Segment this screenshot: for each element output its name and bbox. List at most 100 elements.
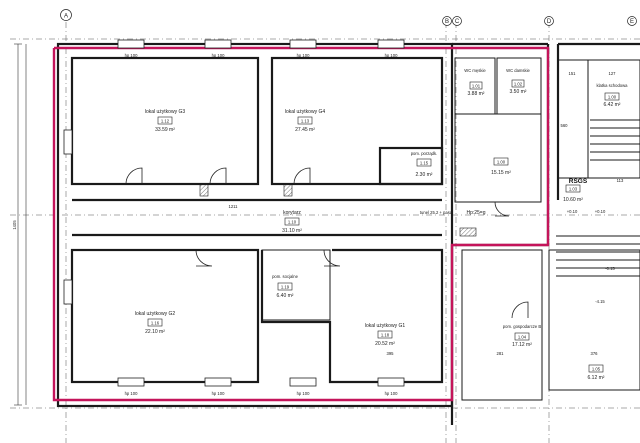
svg-text:6.12 m²: 6.12 m²: [588, 375, 605, 381]
svg-text:1.01: 1.01: [472, 84, 481, 89]
svg-text:lokal użytkowy G4: lokal użytkowy G4: [285, 109, 326, 115]
room-g4: lokal użytkowy G4 1.13 27.45 m²: [285, 109, 326, 133]
svg-text:1.00: 1.00: [497, 160, 506, 165]
svg-text:113: 113: [617, 178, 624, 183]
doors: [125, 167, 529, 319]
svg-text:395: 395: [387, 351, 395, 356]
room-g3: lokal użytkowy G3 1.12 33.59 m²: [145, 109, 186, 133]
svg-text:151: 151: [569, 71, 577, 76]
windows: [63, 39, 405, 387]
svg-text:+0.10: +0.10: [567, 209, 578, 214]
svg-text:WC męskie: WC męskie: [464, 68, 486, 73]
room-storage: pom. porządk. 1.15 2.30 m²: [411, 151, 438, 178]
svg-text:17.12 m²: 17.12 m²: [512, 342, 532, 348]
svg-text:hp 100: hp 100: [212, 53, 225, 58]
svg-text:1405: 1405: [12, 220, 17, 230]
interior-walls: [70, 56, 640, 401]
svg-text:15.15 m²: 15.15 m²: [491, 170, 511, 176]
axis-marker-c: C: [452, 16, 462, 26]
svg-text:C: C: [455, 19, 460, 25]
svg-text:pom. gospodarcze B: pom. gospodarcze B: [503, 324, 542, 329]
svg-text:560: 560: [561, 123, 569, 128]
svg-text:31.10 m²: 31.10 m²: [282, 228, 302, 234]
svg-text:-0.15: -0.15: [605, 266, 615, 271]
svg-text:hp 100: hp 100: [297, 391, 310, 396]
level-markers: +0.10 +0.10 -4.15 -0.15: [567, 209, 616, 304]
svg-text:1211: 1211: [228, 204, 238, 209]
svg-text:D: D: [547, 19, 552, 25]
room-right-mid: 1.03 10.60 m²: [563, 184, 583, 203]
svg-text:1.04: 1.04: [518, 335, 527, 340]
left-dimension: 1405: [12, 43, 27, 406]
svg-text:6.40 m²: 6.40 m²: [277, 293, 294, 299]
room-corridor: korytarz 1.10 31.10 m²: [282, 210, 302, 234]
rsgs-label: RSGS: [569, 178, 588, 185]
svg-text:RSGS: RSGS: [569, 178, 588, 185]
axis-marker-d: D: [544, 16, 554, 26]
svg-text:22.10 m²: 22.10 m²: [145, 329, 165, 335]
room-g2: lokal użytkowy G2 1.16 22.10 m²: [135, 311, 176, 335]
svg-text:1.00: 1.00: [608, 95, 617, 100]
svg-text:lokal użytkowy G1: lokal użytkowy G1: [365, 323, 406, 329]
svg-text:281: 281: [497, 351, 505, 356]
svg-text:3.88 m²: 3.88 m²: [468, 91, 485, 97]
room-wc-meskie: WC męskie 1.01 3.88 m²: [464, 68, 486, 97]
svg-text:-4.15: -4.15: [595, 299, 605, 304]
svg-text:hp 100: hp 100: [385, 53, 398, 58]
svg-text:E: E: [630, 19, 634, 25]
svg-text:hp 100: hp 100: [297, 53, 310, 58]
svg-text:10.60 m²: 10.60 m²: [563, 197, 583, 203]
svg-text:1.13: 1.13: [301, 119, 310, 124]
svg-text:1.10: 1.10: [288, 220, 297, 225]
svg-text:1.19: 1.19: [281, 285, 290, 290]
svg-text:pom. porządk.: pom. porządk.: [411, 151, 438, 156]
svg-text:1.05: 1.05: [592, 367, 601, 372]
svg-text:3.50 m²: 3.50 m²: [510, 89, 527, 95]
svg-text:klatka schodowa: klatka schodowa: [597, 83, 629, 88]
dimension-labels: 1211 395 281 376 151 127 560 113: [228, 71, 624, 356]
svg-text:lokal użytkowy G2: lokal użytkowy G2: [135, 311, 176, 317]
room-wc-damskie: WC damskie 1.02 3.50 m²: [506, 68, 530, 95]
svg-text:27.45 m²: 27.45 m²: [295, 127, 315, 133]
svg-text:pom. socjalne: pom. socjalne: [272, 274, 299, 279]
svg-text:127: 127: [609, 71, 617, 76]
axis-marker-b: B: [442, 16, 452, 26]
room-hall: 1.00 15.15 m²: [491, 157, 511, 176]
svg-text:B: B: [445, 19, 449, 25]
svg-text:hp 100: hp 100: [385, 391, 398, 396]
entrance-note: Hp:25=g tunel 25.2 + pasa: [420, 210, 486, 237]
svg-text:2.30 m²: 2.30 m²: [416, 172, 433, 178]
room-g1: lokal użytkowy G1 1.18 20.52 m²: [365, 323, 406, 347]
svg-text:Hp:25=g: Hp:25=g: [466, 210, 485, 216]
svg-text:1.15: 1.15: [420, 161, 429, 166]
svg-text:1.12: 1.12: [161, 119, 170, 124]
svg-text:1.18: 1.18: [381, 333, 390, 338]
svg-text:hp 100: hp 100: [125, 53, 138, 58]
svg-text:1.16: 1.16: [151, 321, 160, 326]
svg-text:korytarz: korytarz: [283, 210, 301, 216]
room-right-bottom: 1.05 6.12 m²: [588, 364, 605, 381]
room-pom-socjalne: pom. socjalne 1.19 6.40 m²: [272, 274, 299, 299]
svg-text:lokal użytkowy G3: lokal użytkowy G3: [145, 109, 186, 115]
svg-text:20.52 m²: 20.52 m²: [375, 341, 395, 347]
svg-text:WC damskie: WC damskie: [506, 68, 530, 73]
svg-text:1.03: 1.03: [569, 187, 578, 192]
axis-marker-a: A: [60, 9, 72, 21]
svg-text:1.02: 1.02: [514, 82, 523, 87]
stairs: [556, 119, 640, 277]
svg-text:376: 376: [591, 351, 599, 356]
axis-marker-e: E: [627, 16, 637, 26]
room-pom-gospodarcze: pom. gospodarcze B 1.04 17.12 m²: [503, 324, 542, 348]
unit-boundary-outline: [52, 46, 550, 402]
svg-text:tunel 25.2 + pasa: tunel 25.2 + pasa: [420, 210, 453, 215]
grid-axes: A B C D E: [10, 9, 640, 443]
svg-text:hp 100: hp 100: [212, 391, 225, 396]
svg-text:A: A: [64, 14, 68, 20]
window-tags: hp 100 hp 100 hp 100 hp 100 hp 100 hp 10…: [125, 53, 398, 396]
room-klatka: klatka schodowa 1.00 6.42 m²: [597, 83, 629, 108]
svg-text:+0.10: +0.10: [595, 209, 606, 214]
svg-text:hp 100: hp 100: [125, 391, 138, 396]
svg-text:6.42 m²: 6.42 m²: [604, 102, 621, 108]
